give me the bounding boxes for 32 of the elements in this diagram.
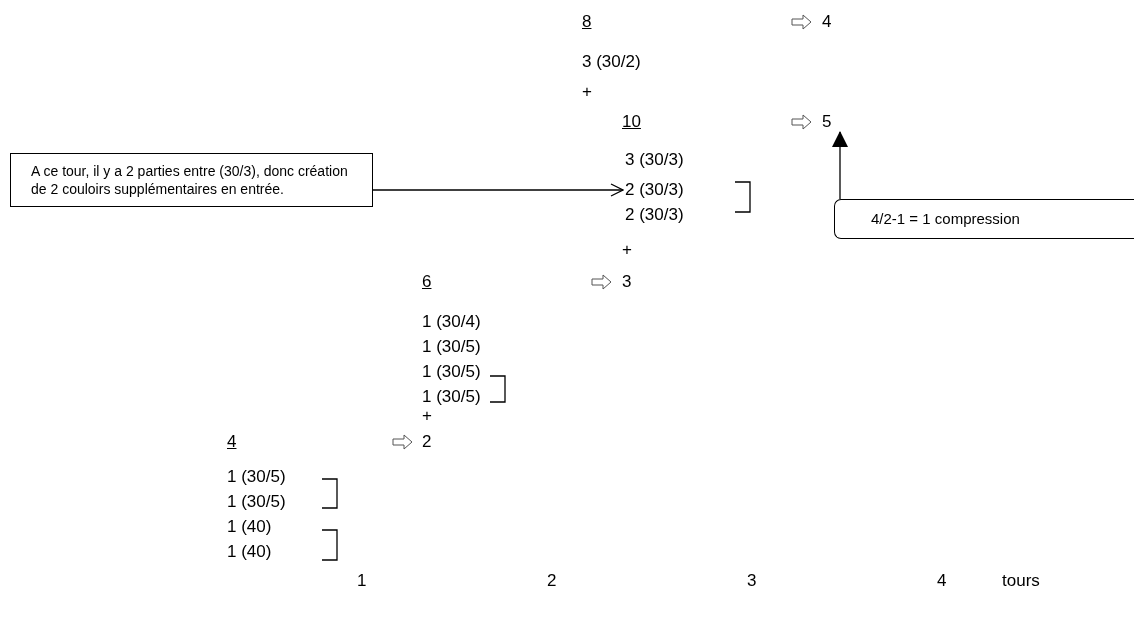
total-value: 2 (422, 432, 432, 452)
axis-label: 2 (547, 571, 557, 591)
axis-label: 4 (937, 571, 947, 591)
total-label: 6 (422, 272, 432, 292)
arrow (832, 131, 848, 200)
total-value: 3 (622, 272, 632, 292)
axis-label: 3 (747, 571, 757, 591)
entry-label: 1 (30/5) (227, 492, 286, 512)
total-label: 8 (582, 12, 592, 32)
total-value: 5 (822, 112, 846, 132)
entry-label: 1 (30/5) (227, 467, 286, 487)
entry-label: 2 (30/3) (625, 205, 684, 225)
entry-label: 1 (40) (227, 542, 272, 562)
entry-label: 1 (40) (227, 517, 272, 537)
entry-label: 2 (30/3) (625, 180, 684, 200)
entry-label: 1 (30/5) (422, 387, 481, 407)
axis-label: 1 (357, 571, 367, 591)
callout-box: A ce tour, il y a 2 parties entre (30/3), donc création de 2 couloirs supplémentaires en entrée. (10, 153, 373, 207)
total-label: 4 (227, 432, 237, 452)
entry-label: 3 (30/3) (625, 150, 684, 170)
total-label: 10 (622, 112, 641, 132)
plus-sign: + (622, 240, 632, 260)
axis-title: tours (1002, 571, 1040, 591)
arrow (372, 183, 624, 197)
callout-box: 4/2-1 = 1 compression (834, 199, 1134, 239)
entry-label: 1 (30/5) (422, 362, 481, 382)
total-value: 4 (822, 12, 832, 32)
entry-label: 1 (30/5) (422, 337, 481, 357)
plus-sign: + (422, 406, 432, 426)
plus-sign: + (582, 82, 592, 102)
entry-label: 3 (30/2) (582, 52, 641, 72)
entry-label: 1 (30/4) (422, 312, 481, 332)
